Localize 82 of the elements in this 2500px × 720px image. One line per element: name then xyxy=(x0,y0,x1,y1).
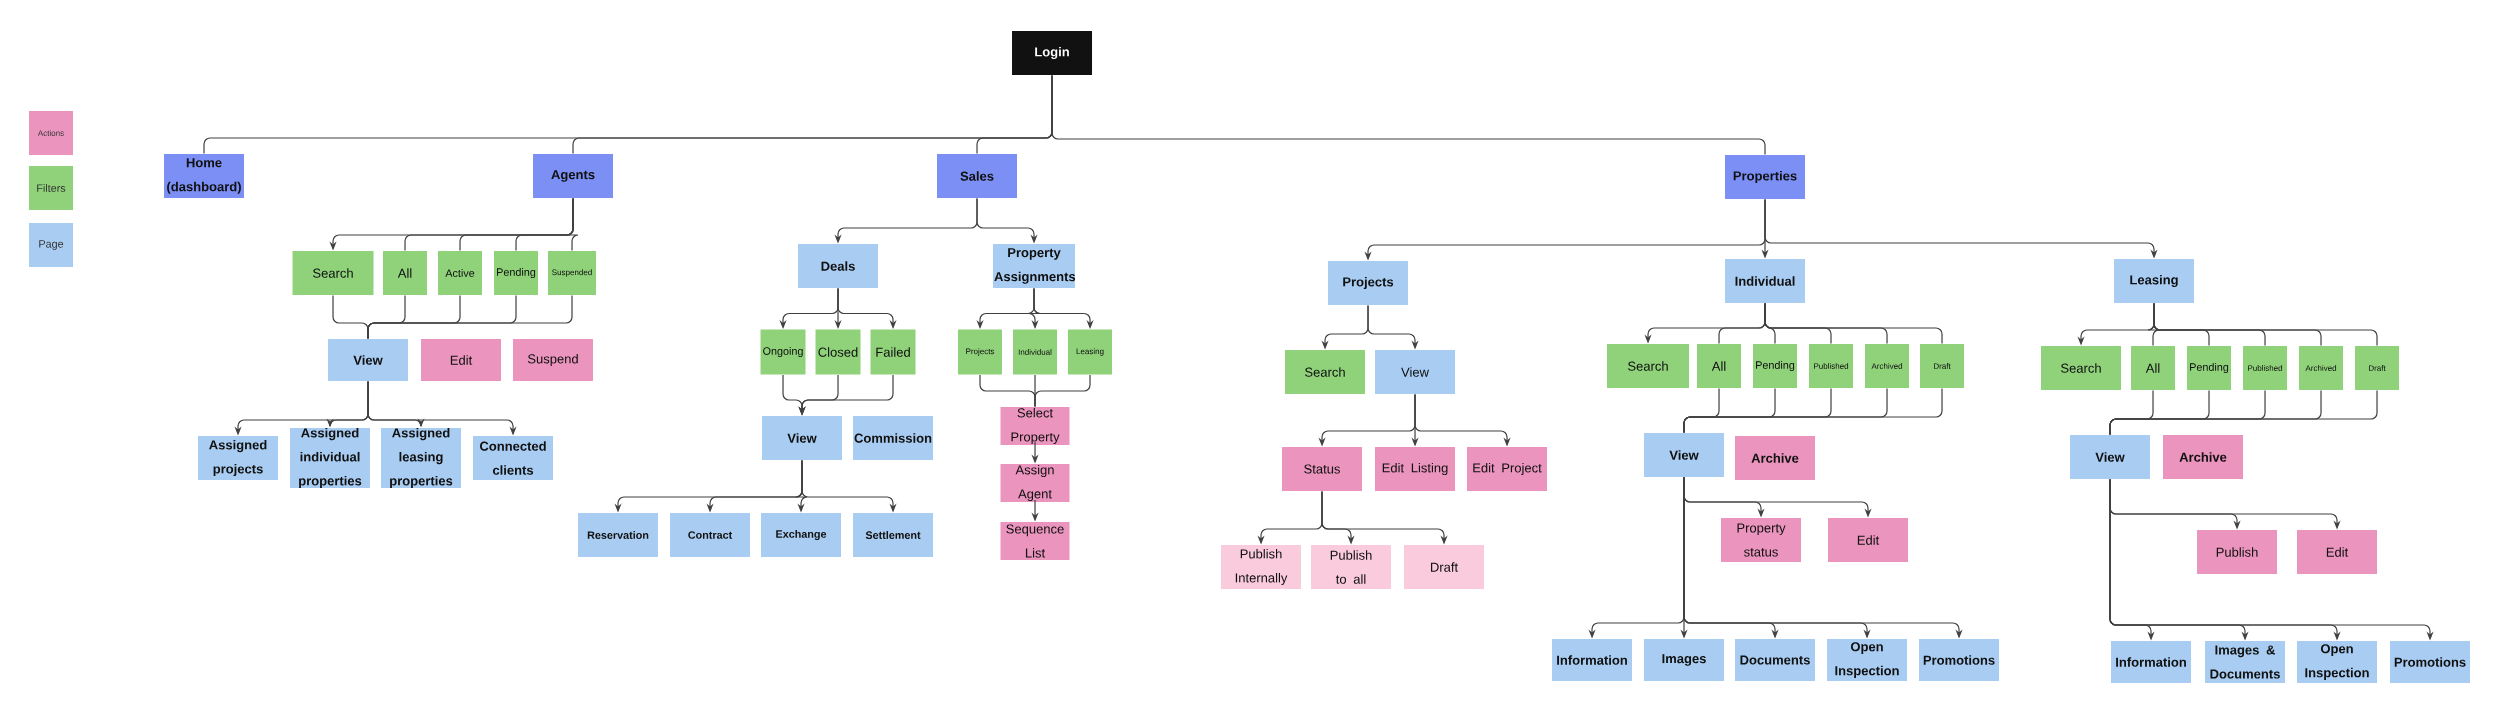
page-note: Information xyxy=(1552,639,1632,681)
filter-note: All xyxy=(383,251,427,295)
filter-note: All xyxy=(1697,344,1741,388)
action-note: Select Property xyxy=(1000,407,1070,445)
connector xyxy=(566,197,579,252)
filter-note: Closed xyxy=(815,329,861,375)
filter-note: Pending xyxy=(1753,344,1797,388)
action-note: Assign Agent xyxy=(1000,464,1070,502)
page-note: View xyxy=(1644,433,1724,477)
connector xyxy=(1034,374,1091,408)
section-note: Agents xyxy=(533,154,613,198)
sub-action-note: Draft xyxy=(1404,545,1484,589)
action-note: Property status xyxy=(1721,518,1801,562)
connector xyxy=(1051,74,1766,156)
connector xyxy=(1764,302,1943,345)
page-note: Assigned individual properties xyxy=(290,427,370,489)
filter-note: Search xyxy=(292,251,374,295)
page-note: View xyxy=(2070,435,2150,479)
page-note: Commission xyxy=(853,416,933,460)
filter-note: Ongoing xyxy=(760,329,806,375)
page-note: Leasing xyxy=(2114,259,2194,303)
action-note: Edit Listing xyxy=(1375,447,1455,491)
page-note: Property Assignments xyxy=(993,244,1076,288)
sub-action-note: Publish Internally xyxy=(1221,545,1301,589)
section-note: Sales xyxy=(937,154,1017,198)
action-note: Edit xyxy=(1828,518,1908,562)
filter-note: Suspended xyxy=(548,251,596,295)
filter-note: Published xyxy=(2243,346,2287,390)
page-note: Promotions xyxy=(1919,639,1999,681)
page-note: Deals xyxy=(798,244,878,288)
login-box: Login xyxy=(1012,31,1092,75)
filter-note: Archived xyxy=(2299,346,2343,390)
filter-note: Published xyxy=(1809,344,1853,388)
filter-note: Archived xyxy=(1865,344,1909,388)
filter-note: Search xyxy=(1607,344,1689,388)
filter-note: Draft xyxy=(2355,346,2399,390)
filter-note: Pending xyxy=(494,251,538,295)
page-note: Open Inspection xyxy=(2297,641,2377,683)
action-note: Edit xyxy=(2297,530,2377,574)
connector xyxy=(1683,387,1943,434)
page-note: Connected clients xyxy=(473,436,553,480)
filter-note: Pending xyxy=(2187,346,2231,390)
action-note: Sequence List xyxy=(1000,522,1070,560)
action-note: Publish xyxy=(2197,530,2277,574)
filter-note: Failed xyxy=(870,329,916,375)
connector xyxy=(2153,302,2378,347)
section-note: Home (dashboard) xyxy=(164,154,244,198)
filter-note: All xyxy=(2131,346,2175,390)
page-note: Projects xyxy=(1328,261,1408,305)
page-note: Reservation xyxy=(578,513,658,557)
action-note: Edit xyxy=(421,339,501,381)
action-note: Archive xyxy=(1735,436,1815,480)
page-note: Images & Documents xyxy=(2205,641,2285,683)
filter-note: Search xyxy=(2041,346,2121,390)
page-note: Assigned projects xyxy=(198,436,278,480)
action-note: Archive xyxy=(2163,435,2243,479)
page-note: Contract xyxy=(670,513,750,557)
filter-note: Projects xyxy=(958,329,1002,375)
section-note: Properties xyxy=(1725,155,1805,199)
filter-note: Draft xyxy=(1920,344,1964,388)
filter-note: Search xyxy=(1285,350,1365,394)
page-note: View xyxy=(1375,350,1455,394)
page-note: Assigned leasing properties xyxy=(381,427,461,489)
page-note: Information xyxy=(2111,641,2191,683)
filter-note: Individual xyxy=(1013,329,1057,375)
action-note: Edit Project xyxy=(1467,447,1547,491)
filter-note: Leasing xyxy=(1068,329,1112,375)
connector xyxy=(2109,389,2378,436)
page-note: Documents xyxy=(1735,639,1815,681)
page-note: Promotions xyxy=(2390,641,2470,683)
sub-action-note: Publish to all xyxy=(1311,545,1391,589)
page-note: Individual xyxy=(1725,259,1805,303)
page-note: Images xyxy=(1644,639,1724,681)
page-note: Settlement xyxy=(853,513,933,557)
action-note: Suspend xyxy=(513,339,593,381)
action-note: Status xyxy=(1282,447,1362,491)
page-note: Exchange xyxy=(761,513,841,557)
filter-note: Active xyxy=(438,251,482,295)
connector xyxy=(367,294,573,340)
page-note: Open Inspection xyxy=(1827,639,1907,681)
page-note: View xyxy=(328,339,408,381)
page-note: View xyxy=(762,416,842,460)
